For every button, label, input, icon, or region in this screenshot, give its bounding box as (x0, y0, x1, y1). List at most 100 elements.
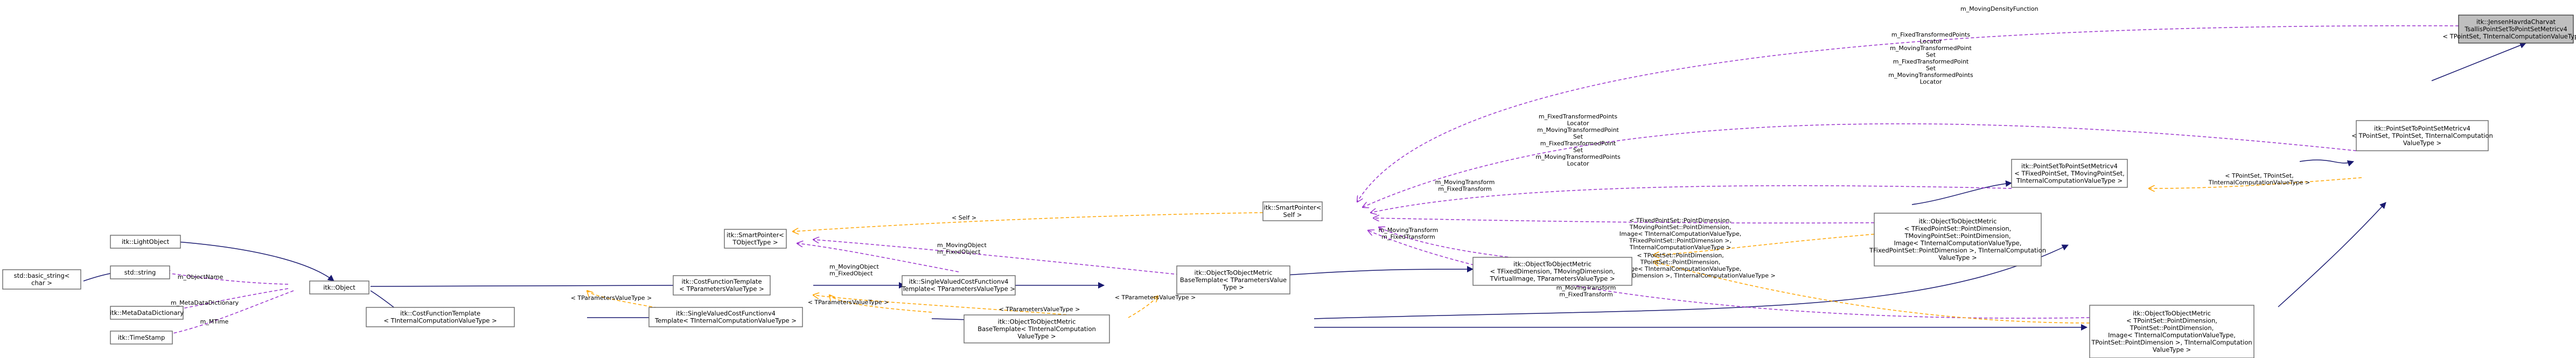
edge-label-line: < TPointSet, TPointSet, (2225, 172, 2293, 179)
node-label-line: itk::JensenHavrdaCharvat (2476, 18, 2556, 25)
class-object[interactable]: itk::Object (309, 280, 369, 294)
class-time-stamp[interactable]: itk::TimeStamp (110, 331, 173, 345)
class-light-object[interactable]: itk::LightObject (110, 235, 181, 249)
node-label-line: itk::Object (323, 284, 355, 291)
node-label-line: TVirtualImage, TParametersValueType > (1489, 275, 1615, 282)
node-label-line: < TFixedPointSet, TMovingPointSet, (2014, 170, 2125, 177)
node-label-line: < TPointSet, TInternalComputationValueTy… (2442, 32, 2576, 40)
edge-label-object-name: m_ObjectName (178, 273, 224, 280)
edge-use-self (813, 240, 1180, 275)
edge-inherit-otomb-otombig (1314, 244, 2069, 319)
edge-use-mmdf (1357, 25, 2459, 202)
node-label-line: TsallisPointSetToPointSetMetricv4 (2464, 25, 2567, 33)
class-object-to-object-metric-fixed-moving[interactable]: itk::ObjectToObjectMetric< TFixedPointSe… (1869, 213, 2046, 266)
node-label-line: < TPointSet, TPointSet, TInternalComputa… (2351, 132, 2493, 139)
node-label-line: itk::CostFunctionTemplate (681, 278, 762, 285)
edge-label-line: m_MovingTransformedPoint (1537, 127, 1619, 134)
node-label-line: TPointSet::PointDimension >, TInternalCo… (2091, 339, 2252, 346)
node-label-line: Self > (1283, 211, 1302, 219)
node-label-line: TInternalComputationValueType > (2016, 177, 2123, 184)
edge-label-line: Set (1573, 134, 1583, 141)
edge-use-metadict (170, 288, 289, 311)
edge-label-meta-data-dictionary: m_MetaDataDictionary (171, 299, 239, 306)
node-label-line: itk::MetaDataDictionary (110, 309, 184, 317)
node-label-line: itk::SingleValuedCostFunctionv4 (909, 278, 1009, 285)
edge-label-line: m_FixedTransform (1559, 291, 1612, 298)
edge-use-mo (797, 243, 959, 272)
edge-label-line: TPointSet::PointDimension, (1640, 259, 1721, 266)
class-smart-pointer-self[interactable]: itk::SmartPointer<Self > (1262, 201, 1323, 221)
edge-label-tparams-2: < TParametersValueType > (808, 299, 889, 306)
class-pointset-to-pointset-metric-v4-tpointset[interactable]: itk::PointSetToPointSetMetricv4< TPointS… (2351, 120, 2493, 151)
node-label-line: itk::LightObject (122, 238, 170, 245)
node-label-line: TObjectType > (732, 238, 778, 246)
edge-label-line: TInternalComputationValueType > (1629, 244, 1732, 251)
node-label-line: ValueType > (2153, 346, 2191, 354)
edge-label-line: TInternalComputationValueType > (2208, 179, 2310, 186)
edge-label-line: m_MovingObject (937, 242, 987, 249)
edge-use-top (1363, 123, 2357, 207)
edge-use-mt2 (1379, 227, 1535, 261)
node-label-line: Image< TInternalComputationValueType, (2108, 332, 2236, 339)
edge-label-line: m_MovingTransformedPoints (1535, 153, 1621, 160)
node-label-line: BaseTemplate< TInternalComputation (978, 325, 1096, 333)
edge-label-line: TPointSet::PointDimension >, TInternalCo… (1584, 272, 1776, 279)
node-label-line: Template< TInternalComputationValueType … (654, 317, 797, 325)
edge-label-line: Image< TInternalComputationValueType, (1619, 230, 1741, 237)
edge-label-moving-density-function: m_MovingDensityFunction (1960, 5, 2039, 12)
edge-tmpl-tpvt4 (1128, 296, 1158, 318)
edge-label-line: m_MovingTransformedPoint (1890, 45, 1972, 52)
edge-label-line: < TParametersValueType > (999, 306, 1080, 313)
node-label-line: itk::SmartPointer< (1264, 204, 1322, 212)
class-jensen-havrda-charvat-tsallis-metric[interactable]: itk::JensenHavrdaCharvatTsallisPointSetT… (2442, 15, 2576, 44)
edge-label-line: m_FixedObject (937, 249, 981, 256)
class-meta-data-dictionary[interactable]: itk::MetaDataDictionary (110, 306, 184, 320)
edge-tmpl-self (793, 212, 1263, 231)
class-cost-function-template[interactable]: itk::CostFunctionTemplate< TInternalComp… (366, 307, 515, 327)
node-label-line: TFixedPointSet::PointDimension >, TInter… (1869, 247, 2046, 254)
edge-inherit-otombot-pstpsm (2278, 202, 2386, 307)
edge-label-line: m_FixedTransformedPoints (1539, 113, 1617, 120)
edge-label-line: < TParametersValueType > (1115, 294, 1196, 301)
edge-label-line: m_MovingObject (829, 263, 879, 270)
node-label-line: Image< TInternalComputationValueType, (1894, 240, 2022, 247)
edge-tmpl-tpvt1 (813, 295, 1105, 318)
class-single-valued-cost-function-v4-template[interactable]: itk::SingleValuedCostFunctionv4Template<… (648, 307, 803, 327)
node-label-line: itk::TimeStamp (118, 334, 165, 341)
edge-tmpl-tfix (1653, 234, 1875, 255)
class-smart-pointer-tobjecttype[interactable]: itk::SmartPointer<TObjectType > (724, 229, 787, 249)
edge-inherit-otomb-otombot (1314, 324, 2088, 331)
node-label-line: < TParametersValueType > (679, 285, 764, 293)
edge-label-tfixed-template: < TFixedPointSet::PointDimension,TMoving… (1619, 217, 1741, 251)
class-object-to-object-metric-tpointset[interactable]: itk::ObjectToObjectMetric< TPointSet::Po… (2089, 305, 2254, 358)
edge-label-line: < TPointSet::PointDimension, (1637, 252, 1724, 259)
edge-label-line: m_MovingTransform (1435, 179, 1495, 186)
class-std-basic-string-char[interactable]: std::basic_string<char > (2, 269, 81, 290)
node-label-line: < TFixedPointSet::PointDimension, (1904, 225, 2012, 233)
edge-label-line: Locator (1919, 79, 1942, 86)
class-pointset-to-pointset-metric-v4-fixed-moving[interactable]: itk::PointSetToPointSetMetricv4< TFixedP… (2011, 159, 2128, 188)
edge-label-line: m_FixedTransform (1438, 186, 1491, 193)
class-single-valued-cost-function-v4-template-tparams[interactable]: itk::SingleValuedCostFunctionv4Template<… (902, 275, 1016, 296)
node-label-line: Template< TParametersValueType > (902, 285, 1015, 293)
edge-label-tparams-1: < TParametersValueType > (999, 306, 1080, 313)
node-label-line: itk::PointSetToPointSetMetricv4 (2021, 162, 2118, 170)
edge-inherit-otombtmpl-otomtmpl (1279, 266, 1474, 276)
class-cost-function-template-tparams[interactable]: itk::CostFunctionTemplate< TParametersVa… (673, 275, 771, 296)
edge-label-tpointset-template: < TPointSet::PointDimension,TPointSet::P… (1584, 252, 1776, 279)
edge-label-line: m_FixedTransform (1381, 234, 1435, 241)
node-label-line: Type > (1222, 283, 1244, 291)
edge-label-line: m_MovingTransformedPoints (1888, 72, 1973, 79)
class-object-to-object-metric-template[interactable]: itk::ObjectToObjectMetric< TFixedDimensi… (1472, 257, 1632, 286)
edge-label-line: m_MetaDataDictionary (171, 299, 239, 306)
node-label-line: std::basic_string< (14, 272, 70, 279)
class-std-string[interactable]: std::string (110, 265, 170, 279)
edge-label-line: Locator (1567, 160, 1589, 167)
